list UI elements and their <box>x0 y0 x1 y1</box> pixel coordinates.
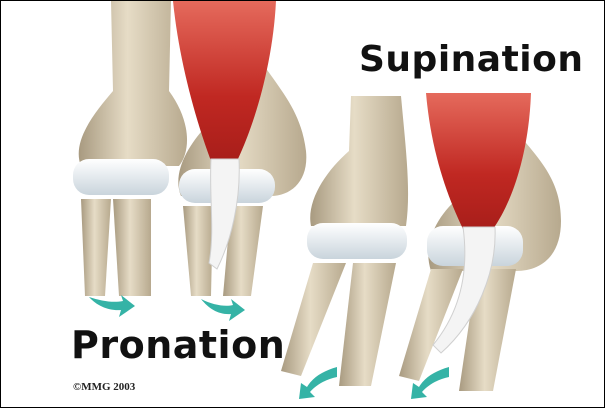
copyright-text: ©MMG 2003 <box>73 381 135 393</box>
supination-label: Supination <box>359 39 584 80</box>
joint-cartilage <box>307 223 407 259</box>
rotation-arrow-icon <box>299 367 337 399</box>
humerus-bone <box>310 96 408 226</box>
ulna-bone <box>339 263 396 386</box>
pronation-elbow <box>73 1 306 321</box>
radius-bone <box>281 263 346 376</box>
rotation-arrow-icon <box>201 299 245 321</box>
pronation-label: Pronation <box>71 323 285 367</box>
rotation-arrow-icon <box>89 295 135 317</box>
supination-elbow <box>281 93 561 399</box>
joint-cartilage <box>73 159 169 195</box>
humerus-bone <box>79 1 187 166</box>
radius-bone <box>81 199 111 296</box>
ulna-bone <box>113 199 151 296</box>
radius-bone <box>183 206 213 296</box>
